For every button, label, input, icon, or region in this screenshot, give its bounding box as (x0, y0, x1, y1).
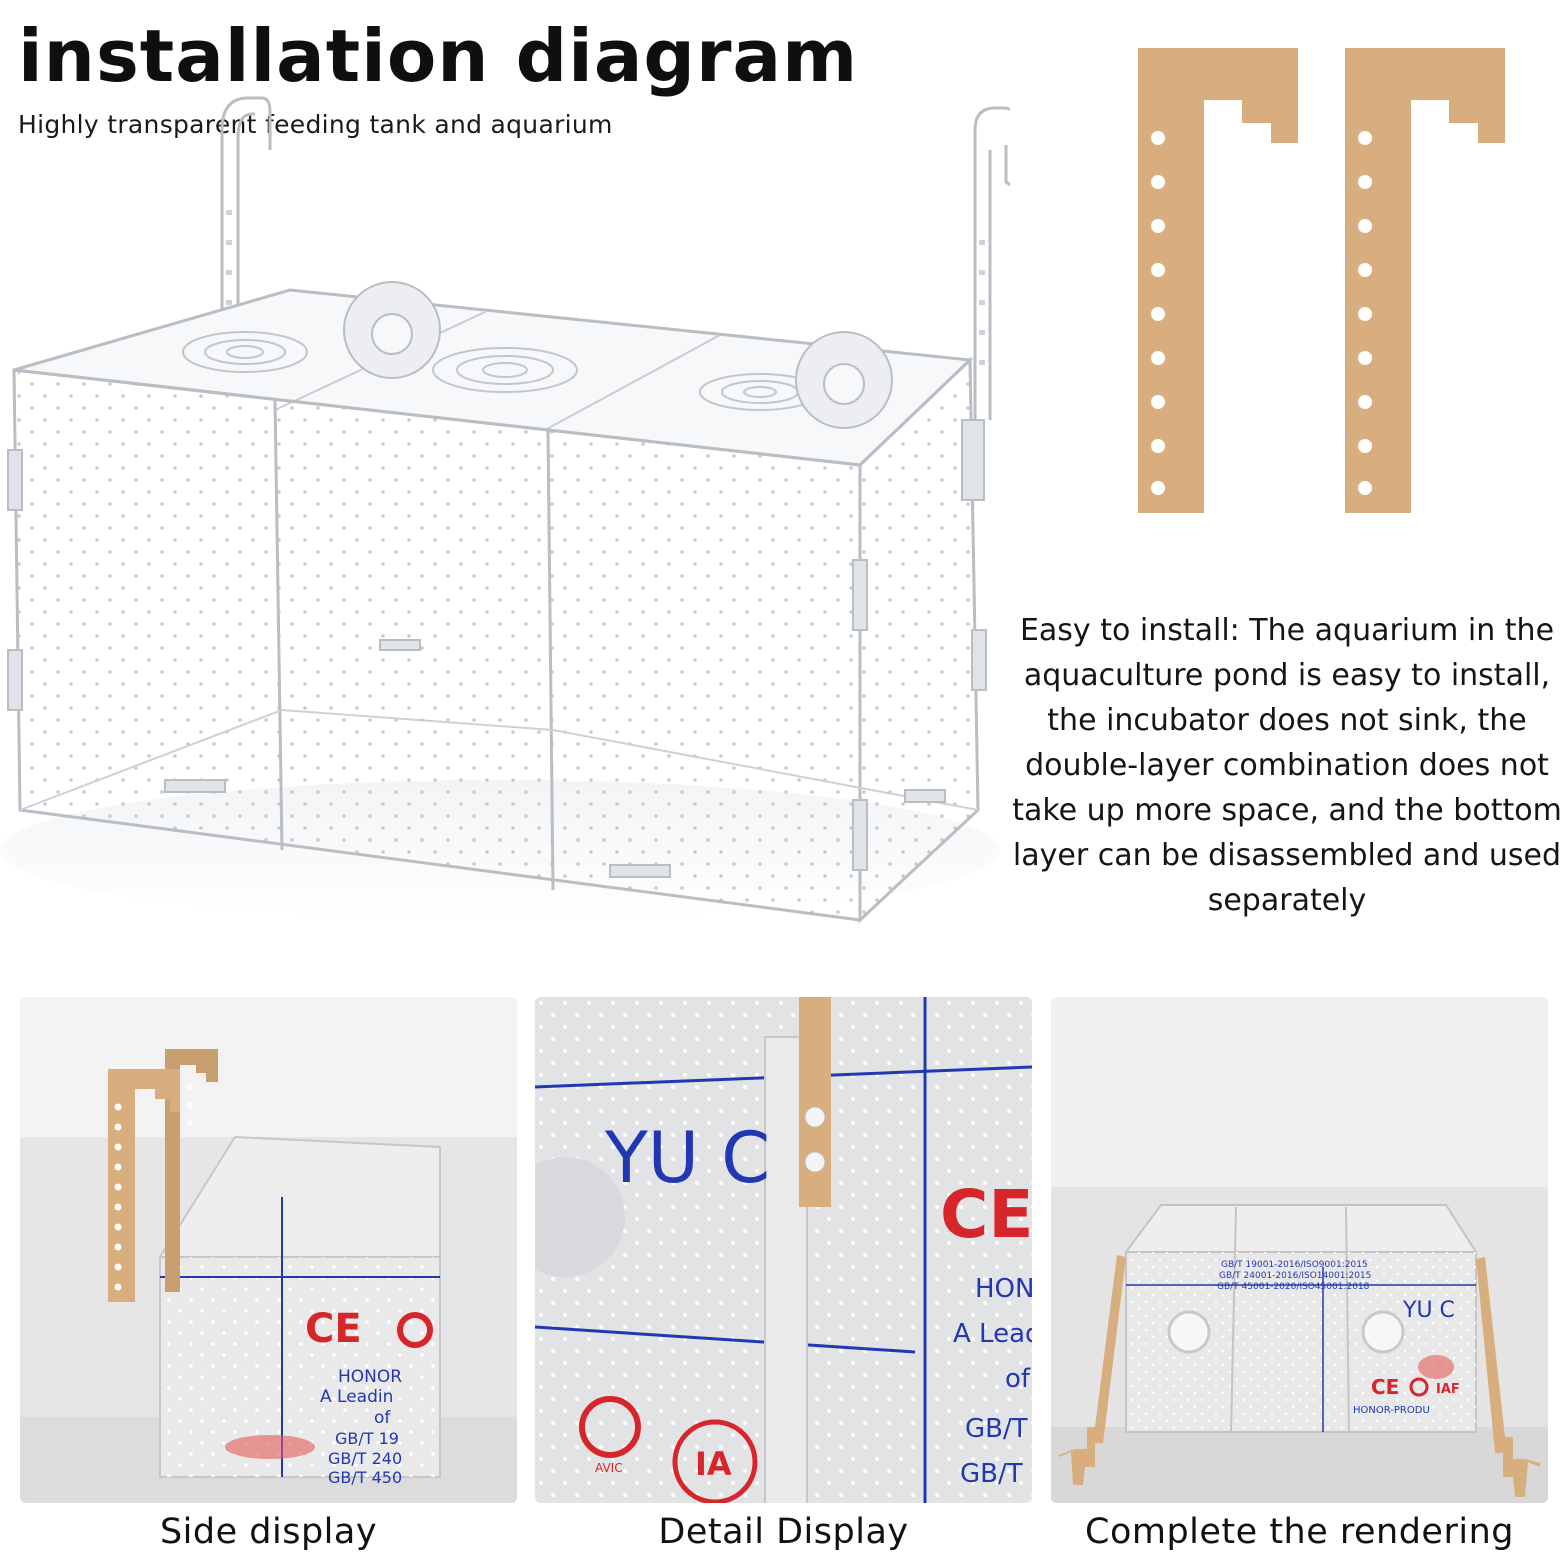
print-code1: GB/T 19001-2016/ISO9001:2015 (1221, 1260, 1368, 1270)
print-code1: GB/T 19 (335, 1429, 399, 1448)
ce-mark: CE (940, 1176, 1032, 1253)
print-code1: GB/T 19 (965, 1414, 1032, 1444)
caption-complete-rendering: Complete the rendering (1085, 1512, 1514, 1552)
print-badge: IAF (1436, 1382, 1460, 1397)
detail-display-panel: YU C CE HONO A Leadin of GB/T 19 GB/T 24… (535, 997, 1032, 1503)
print-code2: GB/T 24001-2016/ISO14001:2015 (1219, 1271, 1371, 1281)
print-badge: IA (695, 1445, 732, 1483)
print-code2: GB/T 24 (960, 1459, 1032, 1489)
print-logo: YU C (1402, 1298, 1455, 1323)
hook-left (220, 96, 272, 390)
ce-mark: CE (1371, 1375, 1399, 1399)
print-line2: of (1005, 1364, 1031, 1394)
page-subtitle: Highly transparent feeding tank and aqua… (18, 110, 613, 139)
print-code2: GB/T 240 (328, 1449, 402, 1468)
suction-cup (343, 281, 893, 429)
print-code3: GB/T 450 (328, 1468, 402, 1487)
print-logo: YU C (604, 1117, 770, 1199)
caption-side-display: Side display (159, 1512, 378, 1552)
ce-mark: CE (305, 1306, 362, 1352)
print-brand: HONOR (338, 1367, 402, 1387)
side-display-panel: CE HONOR A Leadin of GB/T 19 GB/T 240 GB… (20, 997, 517, 1503)
caption-detail-display: Detail Display (658, 1512, 909, 1552)
print-brand: HONO (975, 1274, 1032, 1304)
print-brand: HONOR-PRODU (1353, 1405, 1430, 1416)
bracket-left (1138, 48, 1298, 513)
complete-rendering-panel: GB/T 19001-2016/ISO9001:2015 GB/T 24001-… (1051, 997, 1548, 1503)
print-line1: A Leadin (320, 1387, 393, 1407)
bracket-right (1345, 48, 1505, 513)
print-line2: of (374, 1408, 391, 1428)
hook-right (973, 106, 1010, 420)
print-avic: AVIC (595, 1461, 623, 1475)
print-code3: GB/T 45001-2020/ISO45001:2018 (1217, 1282, 1370, 1292)
tank-illustration (0, 96, 1010, 924)
page-title: installation diagram (18, 14, 859, 98)
vent-grille (182, 331, 821, 411)
print-line1: A Leadin (953, 1319, 1032, 1349)
install-description: Easy to install: The aquarium in the aqu… (1012, 613, 1562, 918)
